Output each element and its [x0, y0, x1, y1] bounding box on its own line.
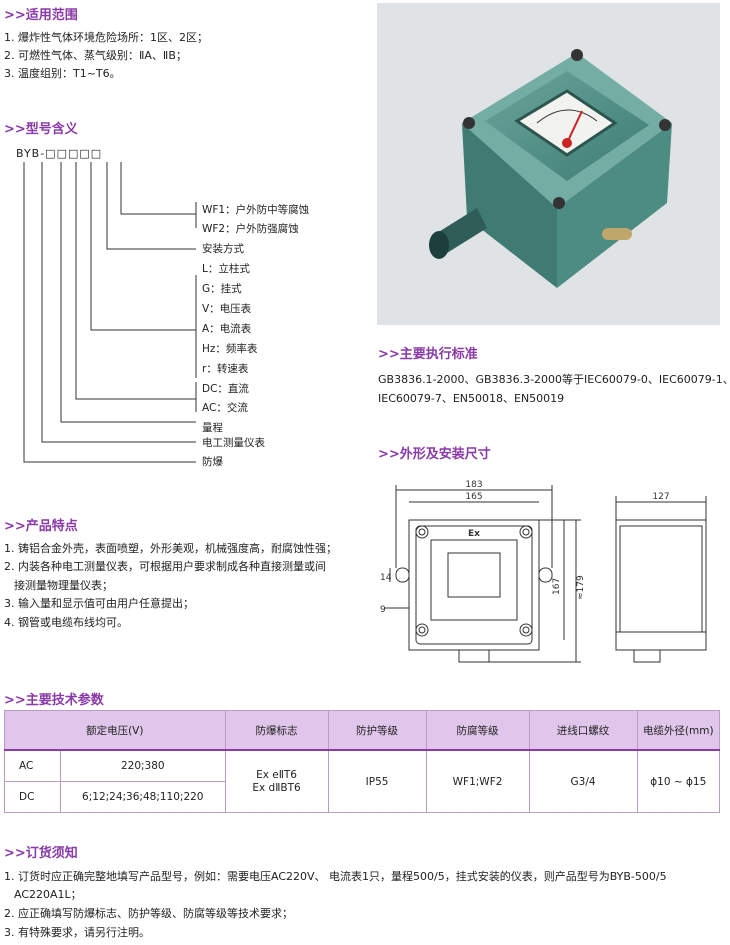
- header-cable: 电缆外径(mm): [636, 710, 721, 751]
- scope-line-2: 2. 可燃性气体、蒸气级别：ⅡA、ⅡB；: [4, 49, 187, 62]
- dim-165: 165: [465, 492, 482, 502]
- ex-mark-cell: Ex eⅡT6 Ex dⅡBT6: [224, 749, 329, 813]
- table-row: AC 220;380 Ex eⅡT6 Ex dⅡBT6 IP55 WF1;WF2…: [4, 749, 721, 813]
- standards-line-2: IEC60079-7、EN50018、EN50019: [378, 392, 565, 405]
- protection-cell: IP55: [327, 749, 427, 813]
- ex-mark-1: Ex eⅡT6: [256, 768, 297, 781]
- order-line-2: AC220A1L；: [14, 888, 82, 901]
- model-item-a: A：电流表: [202, 323, 252, 335]
- features-line-2: 2. 内装各种电工测量仪表，可根据用户要求制成各种直接测量或间: [4, 560, 326, 573]
- model-item-wf1: WF1：户外防中等腐蚀: [202, 204, 310, 216]
- model-item-wf2: WF2：户外防强腐蚀: [202, 223, 299, 235]
- table-row: DC 6;12;24;36;48;110;220: [4, 781, 720, 813]
- model-item-install: 安装方式: [202, 243, 244, 255]
- model-item-dc: DC：直流: [202, 383, 249, 395]
- thread-cell: G3/4: [528, 749, 638, 813]
- standards-line-1: GB3836.1-2000、GB3836.3-2000等于IEC60079-0、…: [378, 373, 730, 386]
- model-item-hz: Hz：频率表: [202, 343, 258, 355]
- model-item-meter: 电工测量仪表: [202, 437, 265, 449]
- dim-9: 9: [380, 605, 386, 615]
- header-anticorrosion: 防腐等级: [425, 710, 530, 751]
- scope-line-3: 3. 温度组别：T1~T6。: [4, 67, 121, 80]
- dimension-drawing: 183 165 Ex 127 14 9 167 ≈179: [380, 480, 707, 663]
- header-ex-mark: 防爆标志: [224, 710, 329, 751]
- model-item-l: L：立柱式: [202, 263, 250, 275]
- model-item-range: 量程: [202, 422, 223, 434]
- section-title-order: >>订货须知: [4, 846, 78, 861]
- row-type-dc: DC: [4, 781, 61, 813]
- model-item-v: V：电压表: [202, 303, 252, 315]
- dim-167: 167: [552, 578, 562, 595]
- scope-line-1: 1. 爆炸性气体环境危险场所：1区、2区；: [4, 31, 208, 44]
- model-code: BYB-□□□□□: [16, 147, 103, 160]
- section-title-scope: >>适用范围: [4, 8, 78, 23]
- ex-mark-2: Ex dⅡBT6: [252, 781, 301, 794]
- model-tree-lines: [23, 162, 197, 463]
- row-type-ac: AC: [4, 749, 61, 782]
- model-item-r: r：转速表: [202, 363, 249, 375]
- anticorrosion-cell: WF1;WF2: [425, 749, 530, 813]
- header-protection: 防护等级: [327, 710, 427, 751]
- section-title-features: >>产品特点: [4, 519, 78, 534]
- model-item-explosion: 防爆: [202, 456, 223, 468]
- header-voltage: 额定电压(V): [4, 710, 226, 751]
- features-line-3: 接测量物理量仪表；: [14, 579, 113, 592]
- product-photo: [377, 3, 720, 325]
- features-line-4: 3. 输入量和显示值可由用户任意提出；: [4, 597, 194, 610]
- model-item-g: G：挂式: [202, 283, 242, 295]
- section-title-params: >>主要技术参数: [4, 693, 104, 708]
- row-voltage-ac: 220;380: [60, 749, 226, 782]
- dim-14: 14: [380, 573, 392, 583]
- row-voltage-dc: 6;12;24;36;48;110;220: [60, 781, 226, 813]
- dim-179: ≈179: [576, 575, 586, 600]
- order-line-1: 1. 订货时应正确完整地填写产品型号，例如：需要电压AC220V、 电流表1只，…: [4, 870, 667, 883]
- section-title-model: >>型号含义: [4, 122, 78, 137]
- header-thread: 进线口螺纹: [528, 710, 638, 751]
- dim-127: 127: [652, 492, 669, 502]
- section-title-standards: >>主要执行标准: [378, 347, 478, 362]
- section-title-dimensions: >>外形及安装尺寸: [378, 447, 491, 462]
- dim-183: 183: [465, 480, 482, 490]
- params-table: 额定电压(V) 防爆标志 防护等级 防腐等级 进线口螺纹 电缆外径(mm) AC…: [4, 710, 721, 813]
- order-line-3: 2. 应正确填写防爆标志、防护等级、防腐等级等技术要求；: [4, 907, 293, 920]
- cable-cell: ϕ10 ~ ϕ15: [636, 749, 721, 813]
- features-line-1: 1. 铸铝合金外壳，表面喷塑，外形美观，机械强度高，耐腐蚀性强；: [4, 542, 337, 555]
- dim-ex-label: Ex: [468, 529, 480, 539]
- order-line-4: 3. 有特殊要求，请另行注明。: [4, 926, 150, 939]
- model-item-ac: AC：交流: [202, 402, 248, 414]
- features-line-5: 4. 钢管或电缆布线均可。: [4, 616, 128, 629]
